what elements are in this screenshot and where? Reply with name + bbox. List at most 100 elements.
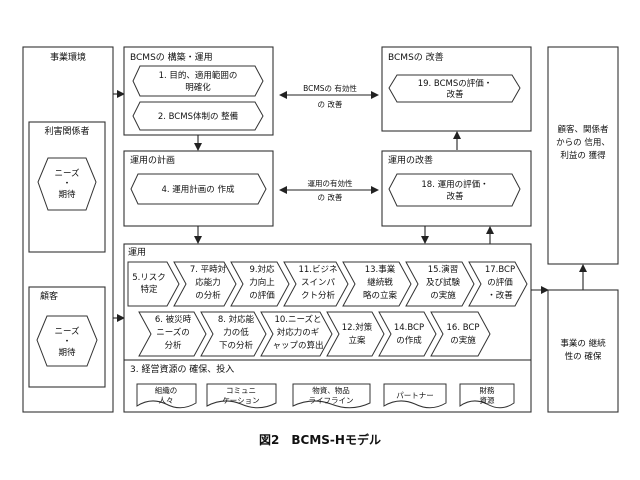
- chevron-r1-3: 9.対応 力向上 の評価: [230, 261, 290, 307]
- operation-evaluation-hexagon: [388, 173, 521, 207]
- gap-calculation-label-3: ャップの算出: [272, 340, 323, 351]
- trust-profit-label-2: からの 信用、: [556, 137, 610, 148]
- objectives-scope-label-2: 明確化: [185, 82, 211, 93]
- operation-evaluation-label-1: 18. 運用の評価・: [421, 179, 488, 190]
- operation-effectiveness-label-1: 運用の有効性: [308, 178, 353, 188]
- capability-decline-label-3: 下の分析: [219, 340, 254, 351]
- objectives-scope-hexagon: [132, 65, 264, 97]
- exercise-testing-label-1: 15.演習: [428, 264, 459, 275]
- resource-finance-label-2: 資源: [480, 395, 495, 405]
- bcms-evaluation-label-1: 19. BCMSの評価・: [418, 78, 493, 89]
- operation-plan-title: 運用の計画: [130, 154, 175, 166]
- trust-profit-box: [547, 46, 619, 265]
- operation-effectiveness-label-2: の 改善: [318, 192, 343, 202]
- stakeholders-title: 利害関係者: [44, 125, 89, 137]
- capability-improvement-label-2: 力向上: [249, 277, 275, 288]
- continuity-strategy-label-2: 継続戦: [367, 277, 393, 288]
- bcms-effectiveness-label-1: BCMSの 有効性: [303, 83, 357, 93]
- exercise-testing-label-3: の実施: [430, 290, 456, 301]
- resource-people-shape: 組織の 人々: [136, 383, 197, 409]
- customer-needs-hexagon: [36, 315, 98, 367]
- stakeholder-needs-label: ニーズ: [54, 168, 80, 179]
- chevron-r2-5: 14.BCP の作成: [378, 311, 437, 357]
- gap-calculation-label-2: 対応力のギ: [277, 327, 320, 338]
- business-continuity-label-1: 事業の 継続: [560, 338, 606, 349]
- figure-caption: 図2 BCMS-Hモデル: [259, 432, 381, 447]
- chevron-r2-1: 6. 被災時 ニーズの 分析: [138, 311, 207, 357]
- disaster-needs-label-2: ニーズの: [156, 327, 190, 338]
- gap-calculation-label-1: 10.ニーズと: [274, 314, 321, 325]
- customer-title: 顧客: [40, 290, 58, 302]
- resource-communication-shape: コミュニ ケーション: [206, 383, 277, 409]
- disaster-needs-label-3: 分析: [164, 340, 182, 351]
- countermeasure-planning-label-2: 立案: [348, 335, 366, 346]
- operation-plan-hexagon: [130, 173, 267, 205]
- objectives-scope-label-1: 1. 目的、適用範囲の: [159, 70, 238, 81]
- resource-supplies-label-2: ライフライン: [309, 396, 354, 405]
- bcms-evaluation-label-2: 改善: [446, 89, 464, 100]
- business-continuity-box: [547, 289, 619, 413]
- risk-identification-label-1: 5.リスク: [132, 273, 166, 283]
- resource-supplies-shape: 物資、物品 ライフライン: [292, 383, 371, 409]
- bcp-evaluation-label-1: 17.BCP: [485, 265, 515, 275]
- resources-title: 3. 経営資源の 確保、投入: [130, 363, 234, 375]
- business-continuity-label-2: 性の 確保: [565, 351, 602, 362]
- operation-title: 運用: [128, 247, 146, 258]
- stakeholder-expectations-label: 期待: [58, 189, 76, 200]
- capability-improvement-label-3: の評価: [249, 290, 275, 301]
- operation-improvement-title: 運用の改善: [388, 154, 433, 166]
- bcms-evaluation-hexagon: [388, 74, 521, 103]
- bcp-implementation-label-2: の実施: [450, 335, 476, 346]
- bcms-structure-hexagon: [132, 101, 264, 131]
- business-environment-title: 事業環境: [50, 51, 86, 63]
- business-impact-label-3: クト分析: [301, 290, 336, 301]
- normal-capability-analysis-label-3: の分析: [195, 290, 221, 301]
- capability-decline-label-2: 力の低: [223, 327, 249, 338]
- continuity-strategy-label-1: 13.事業: [365, 264, 396, 275]
- resource-people-label-2: 人々: [159, 396, 174, 405]
- bcp-creation-label-1: 14.BCP: [394, 323, 424, 333]
- chevron-r1-5: 13.事業 継続戦 略の立案: [342, 261, 412, 307]
- trust-profit-label-1: 顧客、関係者: [557, 124, 609, 135]
- normal-capability-analysis-label-2: 応能力: [195, 277, 221, 288]
- resource-communication-label-1: コミュニ: [226, 386, 256, 395]
- bcp-evaluation-label-3: ・改善: [487, 290, 513, 301]
- chevron-r1-1: 5.リスク 特定: [127, 261, 180, 307]
- operation-plan-label: 4. 運用計画の 作成: [161, 184, 235, 195]
- continuity-strategy-label-3: 略の立案: [363, 290, 398, 301]
- chevron-r2-3: 10.ニーズと 対応力のギ ャップの算出: [260, 311, 333, 357]
- operation-evaluation-label-2: 改善: [446, 191, 464, 202]
- chevron-r1-7: 17.BCP の評価 ・改善: [468, 261, 528, 307]
- stakeholder-needs-separator: ・: [63, 179, 72, 189]
- exercise-testing-label-2: 及び試験: [426, 277, 461, 288]
- business-impact-label-1: 11.ビジネ: [298, 265, 337, 275]
- capability-decline-label-1: 8. 対応能: [218, 314, 255, 325]
- resource-people-label-1: 組織の: [155, 385, 178, 395]
- resource-partner-shape: パートナー: [383, 383, 447, 409]
- bcms-build-title: BCMSの 構築・運用: [130, 51, 213, 63]
- chevron-r2-6: 16. BCP の実施: [430, 311, 491, 357]
- risk-identification-label-2: 特定: [140, 284, 158, 295]
- resource-supplies-label-1: 物資、物品: [312, 385, 350, 395]
- bcp-evaluation-label-2: の評価: [487, 277, 513, 288]
- chevron-r1-4: 11.ビジネ スインパ クト分析: [283, 261, 349, 307]
- customer-needs-label: ニーズ: [54, 326, 80, 337]
- resource-finance-label-1: 財務: [480, 385, 495, 395]
- stakeholder-needs-hexagon: [37, 157, 97, 211]
- normal-capability-analysis-label-1: 7. 平時対: [190, 264, 227, 275]
- resource-finance-shape: 財務 資源: [459, 383, 515, 409]
- chevron-r1-2: 7. 平時対 応能力 の分析: [173, 261, 237, 307]
- capability-improvement-label-1: 9.対応: [249, 264, 275, 275]
- chevron-r2-4: 12.対策 立案: [326, 311, 385, 357]
- bcms-improvement-title: BCMSの 改善: [388, 51, 444, 63]
- customer-expectations-label: 期待: [58, 347, 76, 358]
- countermeasure-planning-label-1: 12.対策: [342, 322, 373, 333]
- bcp-implementation-label-1: 16. BCP: [447, 323, 480, 333]
- bcms-effectiveness-label-2: の 改善: [318, 99, 343, 109]
- business-impact-label-2: スインパ: [301, 278, 336, 288]
- disaster-needs-label-1: 6. 被災時: [155, 314, 192, 325]
- resource-communication-label-2: ケーション: [222, 396, 259, 405]
- resource-partner-label: パートナー: [396, 391, 434, 400]
